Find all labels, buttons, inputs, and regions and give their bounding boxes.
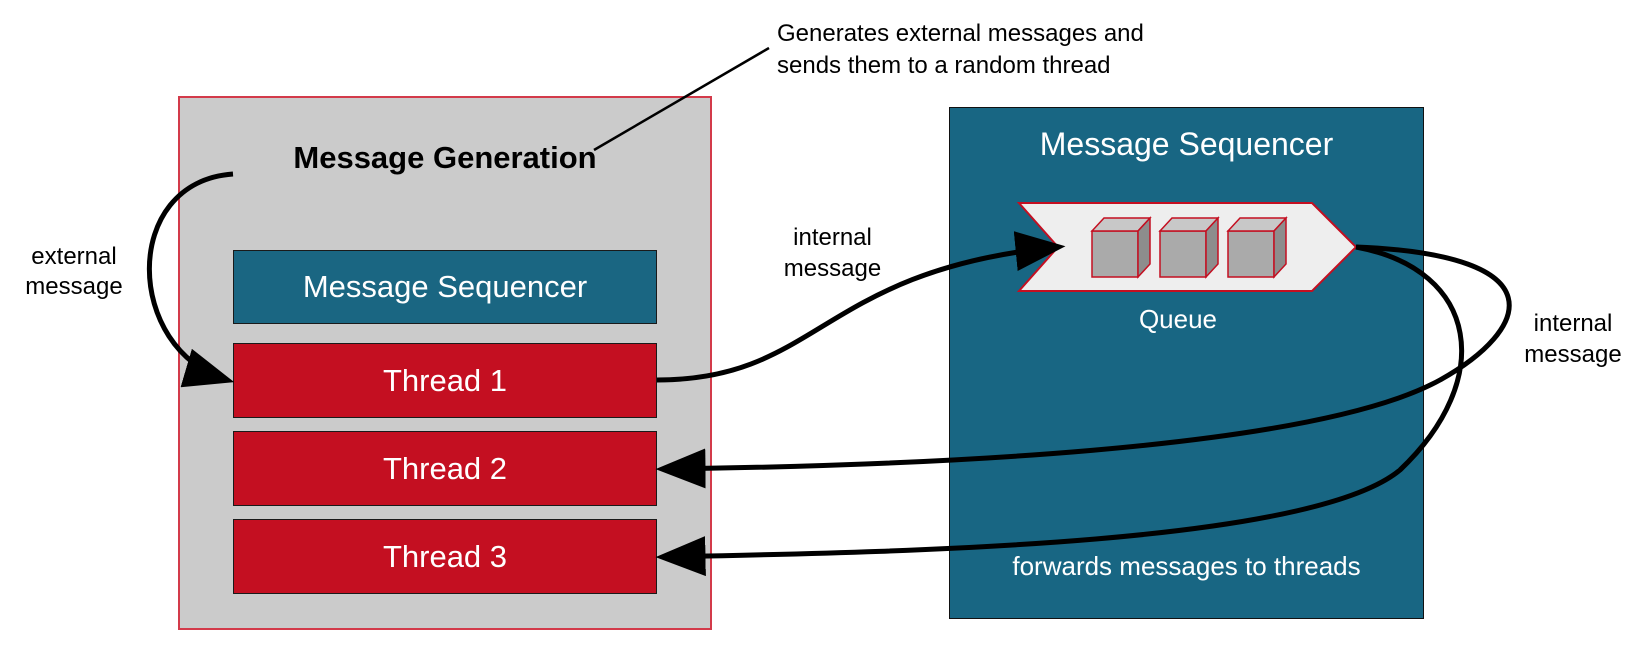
- annotation-text: Generates external messages and sends th…: [777, 18, 1144, 82]
- message-generation-title: Message Generation: [293, 140, 597, 175]
- external-message-label: external message: [14, 242, 134, 302]
- forward-description: forwards messages to threads: [1012, 551, 1361, 581]
- annotation-line-2: sends them to a random thread: [777, 52, 1111, 79]
- queue-to-thread-3-arrow: [655, 244, 1465, 577]
- thread-2-box: Thread 2: [233, 431, 657, 506]
- annotation-line-1: Generates external messages and: [777, 20, 1144, 47]
- internal-in-line-1: internal: [793, 224, 872, 251]
- queue-cube-1: [1090, 216, 1152, 279]
- internal-message-arrow-to-queue: [656, 231, 1066, 383]
- queue-cube-2: [1158, 216, 1220, 279]
- thread-1-box: Thread 1: [233, 343, 657, 418]
- internal-message-label-out: internal message: [1513, 308, 1633, 370]
- internal-out-line-1: internal: [1533, 310, 1613, 337]
- message-sequencer-bar: Message Sequencer: [233, 250, 657, 324]
- message-sequencer-box: [949, 107, 1424, 619]
- external-label-line-1: external: [31, 243, 117, 270]
- internal-message-label-in: internal message: [770, 222, 895, 284]
- annotation-leader-line: [593, 46, 770, 152]
- message-sequencer-title: Message Sequencer: [1039, 126, 1334, 162]
- internal-in-line-2: message: [783, 255, 882, 282]
- thread-3-box: Thread 3: [233, 519, 657, 594]
- queue-to-thread-2-arrow: [655, 244, 1512, 489]
- internal-out-line-2: message: [1524, 341, 1622, 368]
- queue-cube-3: [1226, 216, 1288, 279]
- queue-label: Queue: [1138, 304, 1218, 334]
- external-label-line-2: message: [25, 273, 123, 300]
- external-message-arrow: [146, 171, 235, 388]
